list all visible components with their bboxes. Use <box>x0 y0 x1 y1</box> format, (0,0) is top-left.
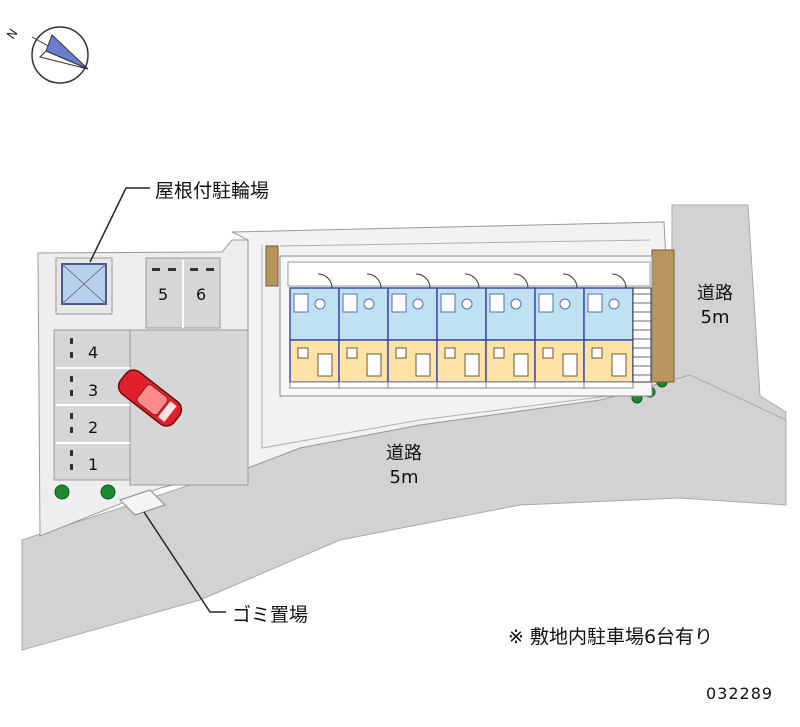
unit-balcony <box>583 381 634 389</box>
parking-space-2: 2 <box>88 418 98 437</box>
brick-wall-left <box>265 245 279 287</box>
parking-space-4: 4 <box>88 343 98 362</box>
unit-toilet <box>510 298 522 310</box>
apartment-building <box>279 255 653 397</box>
unit-furniture <box>562 353 578 377</box>
unit-furniture <box>297 347 309 359</box>
parking-space-5: 5 <box>158 285 168 304</box>
unit-toilet <box>363 298 375 310</box>
unit-furniture <box>611 353 627 377</box>
road-right-name: 道路 <box>697 283 733 304</box>
unit-bath <box>342 293 358 313</box>
site-setback-line <box>261 244 641 449</box>
unit-toilet <box>608 298 620 310</box>
unit-door-swing <box>562 273 578 289</box>
unit-furniture <box>464 353 480 377</box>
unit-door-swing <box>611 273 627 289</box>
parking-note: ※ 敷地内駐車場6台有り <box>508 626 714 648</box>
unit-furniture <box>415 353 431 377</box>
leader-garbage <box>143 511 226 613</box>
unit-door-swing <box>366 273 382 289</box>
unit-toilet <box>559 298 571 310</box>
unit-door-swing <box>415 273 431 289</box>
unit-toilet <box>412 298 424 310</box>
parking-space-6: 6 <box>196 285 206 304</box>
unit-toilet <box>314 298 326 310</box>
road-bottom-width: 5m <box>389 467 419 488</box>
unit-door-swing <box>317 273 333 289</box>
unit-furniture <box>395 347 407 359</box>
car <box>117 369 183 427</box>
site-inner-line <box>279 239 651 247</box>
compass-icon <box>31 26 89 84</box>
unit-furniture <box>317 353 333 377</box>
garbage-area-label: ゴミ置場 <box>232 604 309 626</box>
parking-markers <box>70 338 73 470</box>
unit-bath <box>538 293 554 313</box>
road-bottom-name: 道路 <box>386 443 422 464</box>
compass-north-label: N <box>4 26 21 41</box>
unit-bath <box>293 293 309 313</box>
unit-balcony <box>387 381 438 389</box>
unit-door-swing <box>513 273 529 289</box>
unit-furniture <box>591 347 603 359</box>
road-bottom-label: 道路 5m <box>378 442 430 490</box>
stairs <box>632 287 652 383</box>
unit-bath <box>440 293 456 313</box>
unit-toilet <box>461 298 473 310</box>
unit-furniture <box>493 347 505 359</box>
parking-stalls-left <box>56 367 130 444</box>
unit-furniture <box>513 353 529 377</box>
unit-balcony <box>436 381 487 389</box>
unit-bath <box>391 293 407 313</box>
road-right-label: 道路 5m <box>690 282 740 330</box>
parking-space-1: 1 <box>88 455 98 474</box>
unit-furniture <box>366 353 382 377</box>
unit-furniture <box>444 347 456 359</box>
unit-balcony <box>534 381 585 389</box>
parking-markers-top <box>152 268 214 271</box>
road-right-width: 5m <box>700 307 730 328</box>
unit-bath <box>489 293 505 313</box>
unit-furniture <box>346 347 358 359</box>
bike-parking-label: 屋根付駐輪場 <box>155 180 270 202</box>
garbage-area <box>119 489 166 516</box>
unit-balcony <box>289 381 340 389</box>
unit-furniture <box>542 347 554 359</box>
unit-bath <box>587 293 603 313</box>
brick-wall-right <box>651 249 675 383</box>
unit-balcony <box>338 381 389 389</box>
corridor <box>287 261 651 287</box>
leader-bike <box>89 187 150 263</box>
parking-space-3: 3 <box>88 381 98 400</box>
unit-door-swing <box>464 273 480 289</box>
unit-balcony <box>485 381 536 389</box>
property-code: 032289 <box>706 684 774 703</box>
